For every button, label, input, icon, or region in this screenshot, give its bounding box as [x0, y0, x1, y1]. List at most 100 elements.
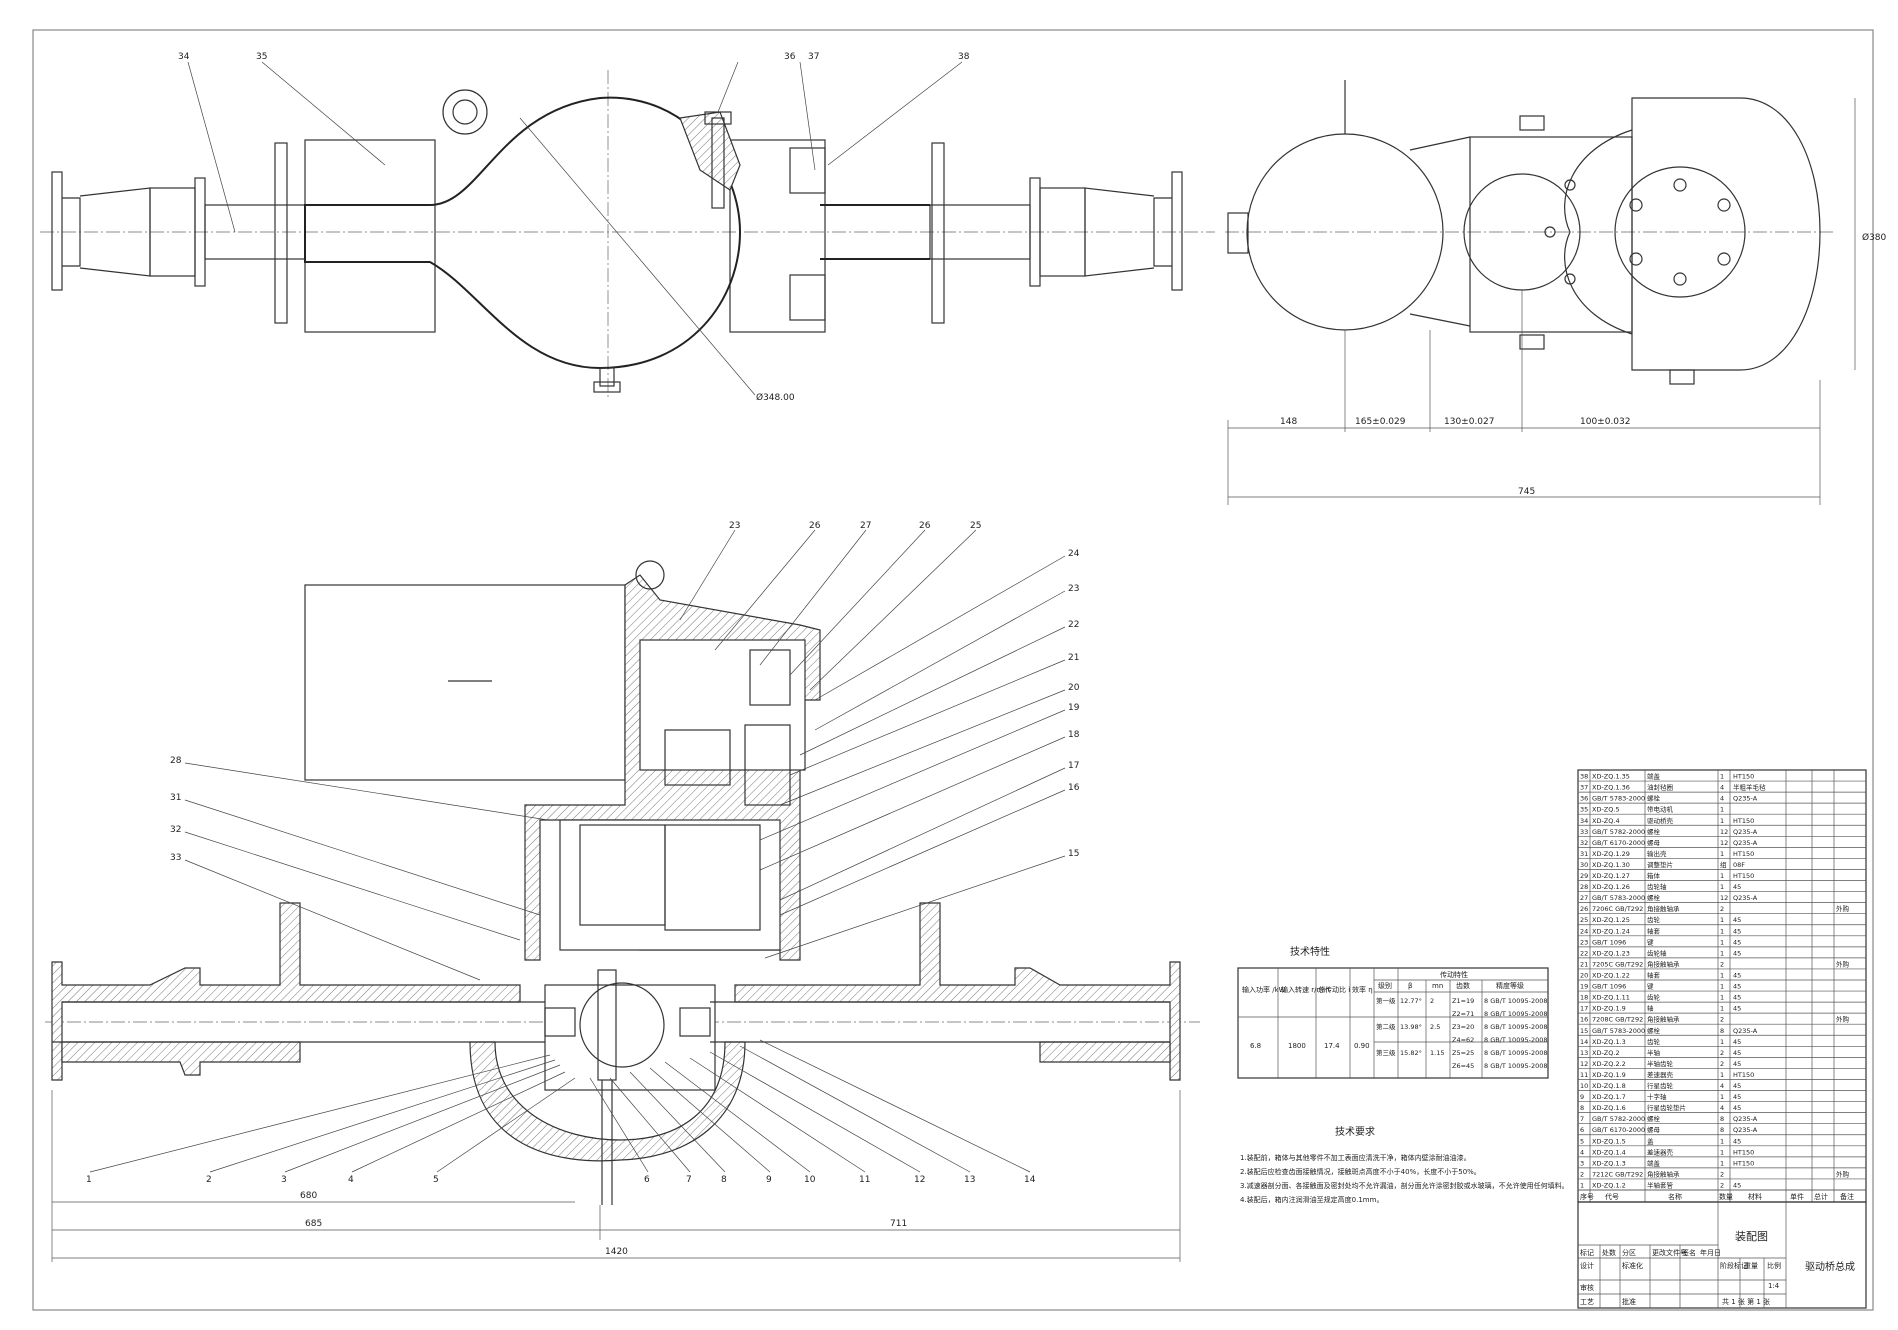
parts-cell: 外购: [1836, 959, 1850, 968]
parts-cell: 键: [1647, 937, 1654, 946]
parts-cell: 8: [1720, 1115, 1724, 1123]
parts-cell: 齿轮: [1647, 993, 1661, 1002]
parts-cell: 调整垫片: [1647, 860, 1673, 869]
parts-cell: 行星齿轮: [1647, 1081, 1674, 1090]
parts-cell: HT150: [1733, 1071, 1754, 1079]
parts-cell: 11: [1580, 1071, 1588, 1079]
parts-cell: 45: [1733, 1093, 1741, 1101]
parts-cell: 1: [1720, 1137, 1724, 1145]
parts-cell: 13: [1580, 1049, 1588, 1057]
dim-100: 100±0.032: [1580, 417, 1630, 427]
parts-cell: XD-ZQ.1.23: [1592, 949, 1630, 957]
parts-cell: 31: [1580, 850, 1588, 858]
balloon: 25: [970, 521, 981, 531]
svg-text:输入功率 /kW: 输入功率 /kW: [1242, 985, 1286, 994]
parts-cell: XD-ZQ.4: [1592, 817, 1620, 825]
parts-cell: 45: [1733, 1049, 1741, 1057]
parts-cell: XD-ZQ.1.36: [1592, 784, 1630, 792]
parts-cell: XD-ZQ.1.3: [1592, 1159, 1626, 1167]
parts-cell: 4: [1720, 1082, 1724, 1090]
parts-cell: Q235-A: [1733, 1115, 1758, 1123]
parts-cell: 45: [1733, 994, 1741, 1002]
dim-130: 130±0.027: [1444, 417, 1494, 427]
parts-cell: 带电动机: [1647, 805, 1674, 814]
balloon: 10: [804, 1175, 816, 1185]
spec-cell: 2.5: [1430, 1023, 1440, 1031]
parts-cell: 29: [1580, 872, 1588, 880]
parts-cell: Q235-A: [1733, 1027, 1758, 1035]
balloon: 1: [86, 1175, 92, 1185]
parts-cell: Q235-A: [1733, 894, 1758, 902]
svg-text:1800: 1800: [1288, 1042, 1306, 1050]
spec-cell: 13.98°: [1400, 1023, 1422, 1031]
parts-cell: 齿轮: [1647, 1037, 1661, 1046]
parts-cell: GB/T 1096: [1592, 938, 1626, 946]
parts-cell: 7: [1580, 1115, 1584, 1123]
parts-cell: 28: [1580, 883, 1588, 891]
parts-cell: XD-ZQ.1.9: [1592, 1071, 1626, 1079]
tech-spec-table: 技术特性 输入功率 /kW 输入转速 r/min 总传动比 i 效率 η 传动特…: [1237, 945, 1549, 1079]
parts-cell: 8: [1720, 1126, 1724, 1134]
svg-text:精度等级: 精度等级: [1496, 981, 1524, 990]
svg-text:输入转速 r/min: 输入转速 r/min: [1281, 985, 1330, 994]
balloon: 26: [919, 521, 931, 531]
svg-text:总计: 总计: [1814, 1192, 1828, 1201]
parts-cell: 1: [1720, 916, 1724, 924]
parts-cell: 差速器壳: [1647, 1147, 1674, 1156]
parts-cell: 45: [1733, 916, 1741, 924]
balloon: 21: [1068, 653, 1079, 663]
spec-cell: Z5=25: [1452, 1049, 1474, 1057]
parts-cell: 螺母: [1647, 838, 1661, 847]
svg-text:批准: 批准: [1622, 1297, 1636, 1306]
parts-cell: 2: [1720, 1182, 1724, 1190]
parts-cell: 角接触轴承: [1647, 1015, 1680, 1024]
parts-cell: 37: [1580, 784, 1588, 792]
parts-cell: XD-ZQ.1.27: [1592, 872, 1630, 880]
dim-685: 685: [305, 1219, 322, 1229]
parts-cell: 输出壳: [1647, 849, 1667, 858]
balloon: 9: [766, 1175, 772, 1185]
spec-cell: 8 GB/T 10095-2008: [1484, 1049, 1548, 1057]
parts-cell: XD-ZQ.1.11: [1592, 994, 1630, 1002]
parts-cell: Q235-A: [1733, 828, 1758, 836]
svg-text:齿数: 齿数: [1456, 981, 1470, 990]
spec-cell: Z3=20: [1452, 1023, 1474, 1031]
parts-cell: 2: [1720, 1016, 1724, 1024]
parts-cell: 箱体: [1647, 871, 1661, 880]
parts-cell: 行星齿轮垫片: [1647, 1103, 1686, 1112]
parts-cell: 8: [1720, 1027, 1724, 1035]
svg-text:名称: 名称: [1668, 1192, 1682, 1201]
svg-text:标准化: 标准化: [1622, 1261, 1643, 1270]
balloon: 28: [170, 756, 182, 766]
balloon: 23: [1068, 584, 1079, 594]
sheet-count: 共 1 张 第 1 张: [1722, 1297, 1770, 1306]
parts-cell: 45: [1733, 1060, 1741, 1068]
svg-text:4.装配后，箱内注润滑油至规定高度0.1mm。: 4.装配后，箱内注润滑油至规定高度0.1mm。: [1240, 1195, 1383, 1204]
balloon: 16: [1068, 783, 1080, 793]
dim-680: 680: [300, 1191, 317, 1201]
parts-cell: 15: [1580, 1027, 1588, 1035]
spec-cell: 第一级: [1376, 996, 1396, 1005]
parts-cell: 1: [1720, 994, 1724, 1002]
parts-cell: 45: [1733, 972, 1741, 980]
balloon: 15: [1068, 849, 1079, 859]
parts-cell: 1: [1720, 773, 1724, 781]
parts-cell: 齿轮: [1647, 915, 1661, 924]
parts-cell: 螺栓: [1647, 893, 1661, 902]
parts-cell: 半轴: [1647, 1048, 1661, 1057]
parts-cell: 22: [1580, 949, 1588, 957]
parts-cell: 螺栓: [1647, 827, 1661, 836]
parts-cell: 齿轮轴: [1647, 948, 1667, 957]
svg-text:更改文件号: 更改文件号: [1652, 1248, 1687, 1257]
parts-cell: 4: [1580, 1148, 1584, 1156]
dim-height: Ø380: [1862, 232, 1887, 243]
spec-cell: 8 GB/T 10095-2008: [1484, 997, 1548, 1005]
parts-cell: 14: [1580, 1038, 1588, 1046]
svg-text:技术要求: 技术要求: [1335, 1125, 1375, 1138]
parts-cell: 齿轮轴: [1647, 882, 1667, 891]
parts-cell: GB/T 5782-2000: [1592, 1115, 1645, 1123]
balloon: 5: [433, 1175, 439, 1185]
parts-cell: 7208C GB/T292: [1592, 1016, 1643, 1024]
